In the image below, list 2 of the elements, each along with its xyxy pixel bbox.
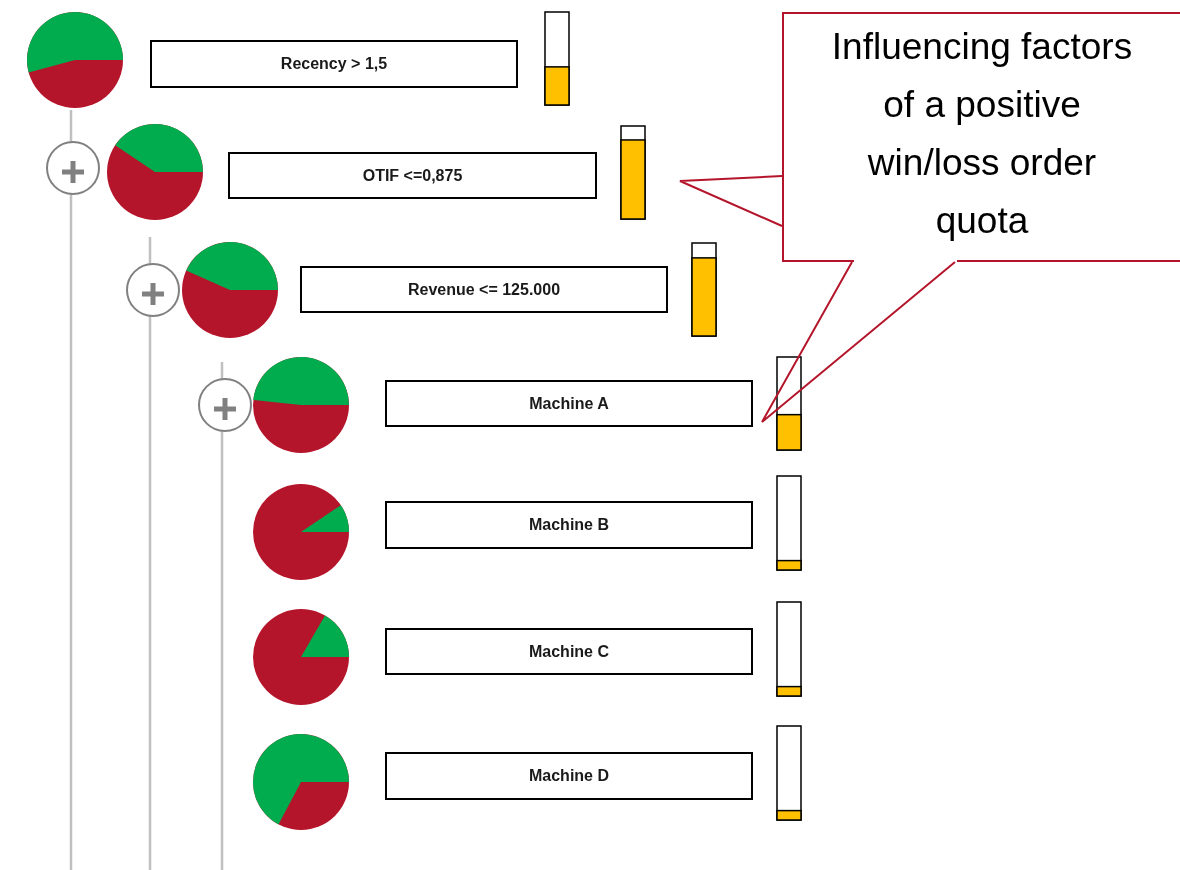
callout-bubble — [782, 12, 1180, 262]
callout-text: Influencing factors of a positive win/loss order quota — [830, 25, 1134, 243]
